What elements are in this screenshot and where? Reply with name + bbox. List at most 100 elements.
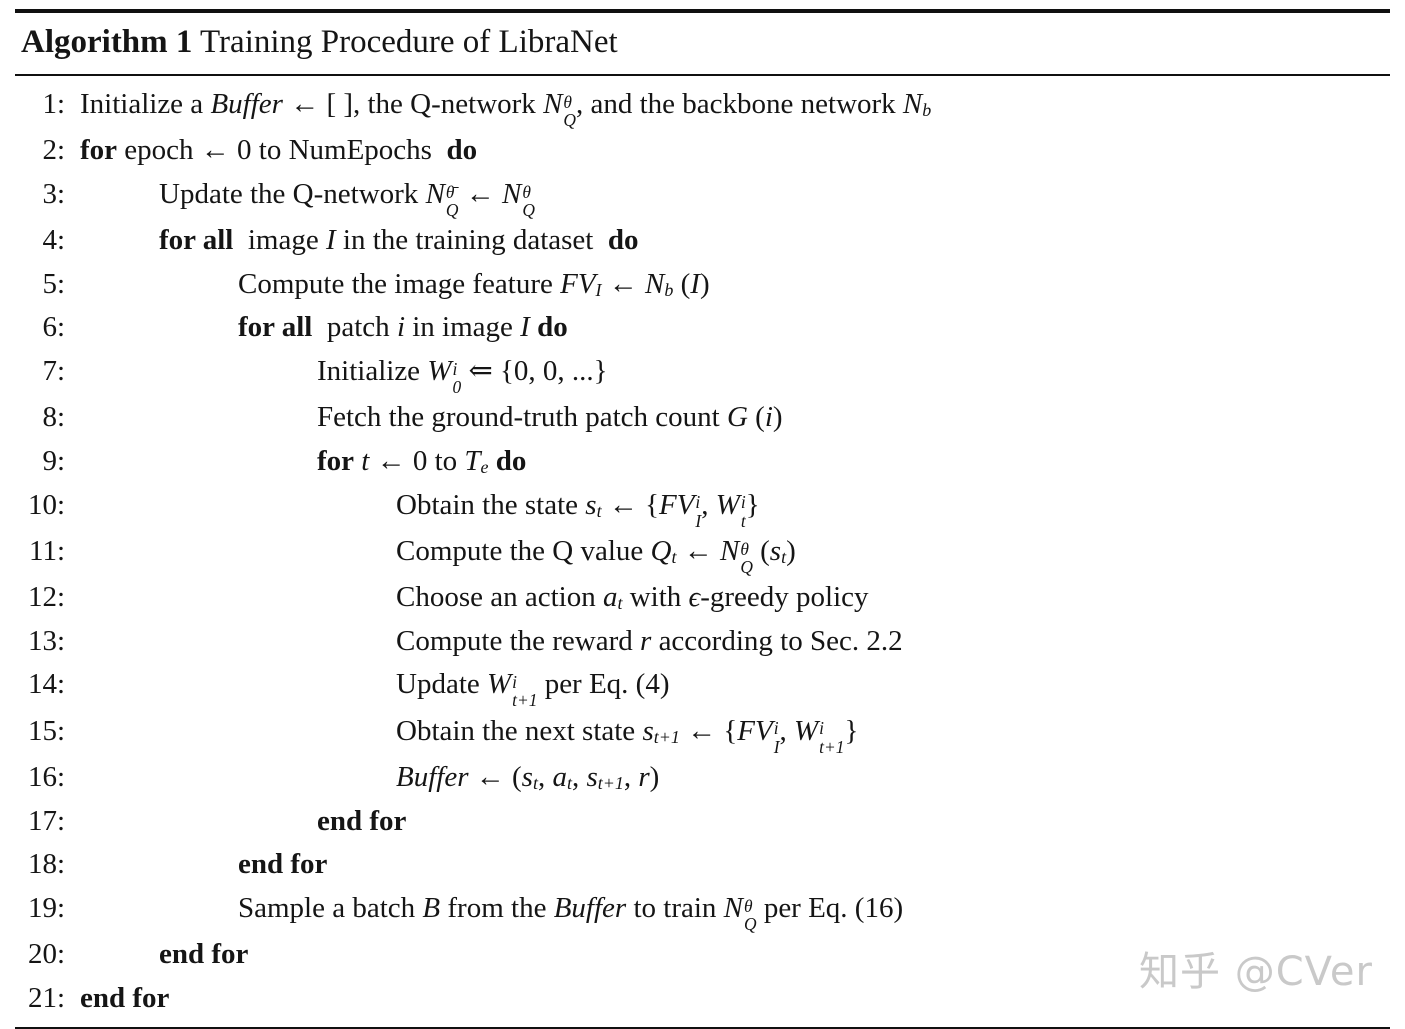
text-segment: ( (752, 534, 770, 567)
line-number: 5: (42, 267, 65, 300)
line-number: 18: (27, 848, 65, 881)
keyword-segment: for all (238, 311, 313, 344)
line-number: 21: (27, 981, 65, 1014)
text-segment (530, 311, 537, 343)
text-segment: Fetch the ground-truth patch count (317, 401, 727, 434)
text-segment: , (779, 714, 794, 747)
algorithm-line: 5:Compute the image feature FVI ← Nb (I) (15, 263, 1390, 307)
line-content: for all patch i in image I do (238, 306, 568, 350)
math-segment: N (719, 534, 740, 567)
line-number: 12: (27, 581, 65, 614)
algorithm-header: Algorithm 1 Training Procedure of LibraN… (15, 13, 1390, 74)
text-segment: Buffer (396, 760, 469, 793)
algorithm-line: 17:end for (15, 800, 1390, 844)
text-segment: ) (649, 760, 660, 793)
text-segment: to train (626, 891, 724, 924)
subscript: e (480, 457, 489, 478)
subscript: Q (522, 199, 535, 220)
math-segment: a (552, 760, 567, 793)
math-segment: I (520, 311, 530, 344)
text-segment: } (745, 488, 760, 521)
text-segment: , (623, 760, 639, 793)
math-segment: G (726, 401, 748, 434)
line-content: Choose an action at with ϵ-greedy policy (396, 576, 869, 620)
line-number: 6: (42, 311, 65, 344)
math-segment: t (361, 444, 370, 477)
text-segment: ) (786, 534, 796, 567)
top-rule (15, 9, 1390, 13)
line-number: 8: (42, 401, 65, 434)
text-segment: Buffer (553, 891, 627, 924)
superscript: i (740, 492, 746, 513)
line-number: 19: (27, 891, 65, 924)
text-segment: epoch ← 0 to NumEpochs (117, 134, 447, 167)
text-segment: per Eq. (16) (756, 891, 904, 924)
keyword-segment: do (607, 224, 639, 257)
line-content: end for (238, 843, 327, 887)
keyword-segment: for (80, 134, 118, 167)
watermark: 知乎 @CVer (1139, 949, 1373, 995)
text-segment: ← (458, 177, 502, 210)
line-number: 10: (27, 488, 65, 521)
math-segment: I (325, 224, 336, 257)
line-number: 11: (29, 534, 65, 567)
text-segment: Compute the reward (396, 624, 641, 657)
subscript: t (671, 547, 677, 568)
line-content: end for (80, 977, 169, 1021)
math-segment: r (638, 760, 650, 793)
keyword-segment: end for (159, 938, 249, 971)
math-segment: ϵ (688, 581, 701, 614)
math-segment: s (521, 760, 533, 793)
text-segment: Choose an action (396, 581, 603, 614)
text-segment: ← { (679, 714, 738, 747)
text-segment: ← (601, 267, 646, 300)
algorithm-body: 1:Initialize a Buffer ← [ ], the Q-netwo… (15, 76, 1390, 1027)
algorithm-line: 2: for epoch ← 0 to NumEpochs do (15, 129, 1390, 173)
line-content: Sample a batch B from the Buffer to trai… (238, 887, 903, 933)
keyword-segment: end for (238, 848, 328, 881)
algorithm-line: 20:end for (15, 933, 1390, 977)
text-segment: ← ( (468, 760, 522, 793)
math-segment: s (642, 714, 654, 747)
line-content: Initialize a Buffer ← [ ], the Q-network… (80, 83, 931, 129)
math-segment: i (396, 311, 405, 344)
math-segment: W (487, 668, 512, 701)
line-content: for epoch ← 0 to NumEpochs do (80, 129, 477, 173)
superscript: i (695, 492, 701, 513)
text-segment: ( (673, 267, 691, 300)
text-segment: ← { (601, 488, 659, 521)
math-segment: s (586, 760, 598, 793)
text-segment: ⇐ {0, 0, ...} (461, 355, 608, 387)
text-segment: Buffer (210, 88, 283, 120)
text-segment: per Eq. (4) (537, 668, 670, 701)
line-number: 2: (42, 134, 65, 167)
text-segment: according to Sec. 2.2 (651, 624, 903, 657)
math-segment: s (769, 534, 782, 567)
text-segment: ← 0 to (369, 444, 465, 477)
math-segment: N (501, 177, 522, 210)
algorithm-line: 8:Fetch the ground-truth patch count G (… (15, 396, 1390, 440)
subscript: I (595, 280, 602, 301)
superscript: i (452, 358, 458, 379)
keyword-segment: for (317, 444, 355, 477)
text-segment: ← (676, 534, 720, 567)
text-segment: Compute the image feature (238, 267, 561, 300)
math-segment: i (764, 401, 773, 434)
text-segment: , and the backbone network (575, 88, 903, 120)
subscript: I (773, 736, 780, 757)
math-segment: s (585, 488, 597, 521)
text-segment: Update the Q-network (159, 177, 426, 210)
text-segment: , (571, 760, 587, 793)
math-segment: N (902, 88, 923, 120)
